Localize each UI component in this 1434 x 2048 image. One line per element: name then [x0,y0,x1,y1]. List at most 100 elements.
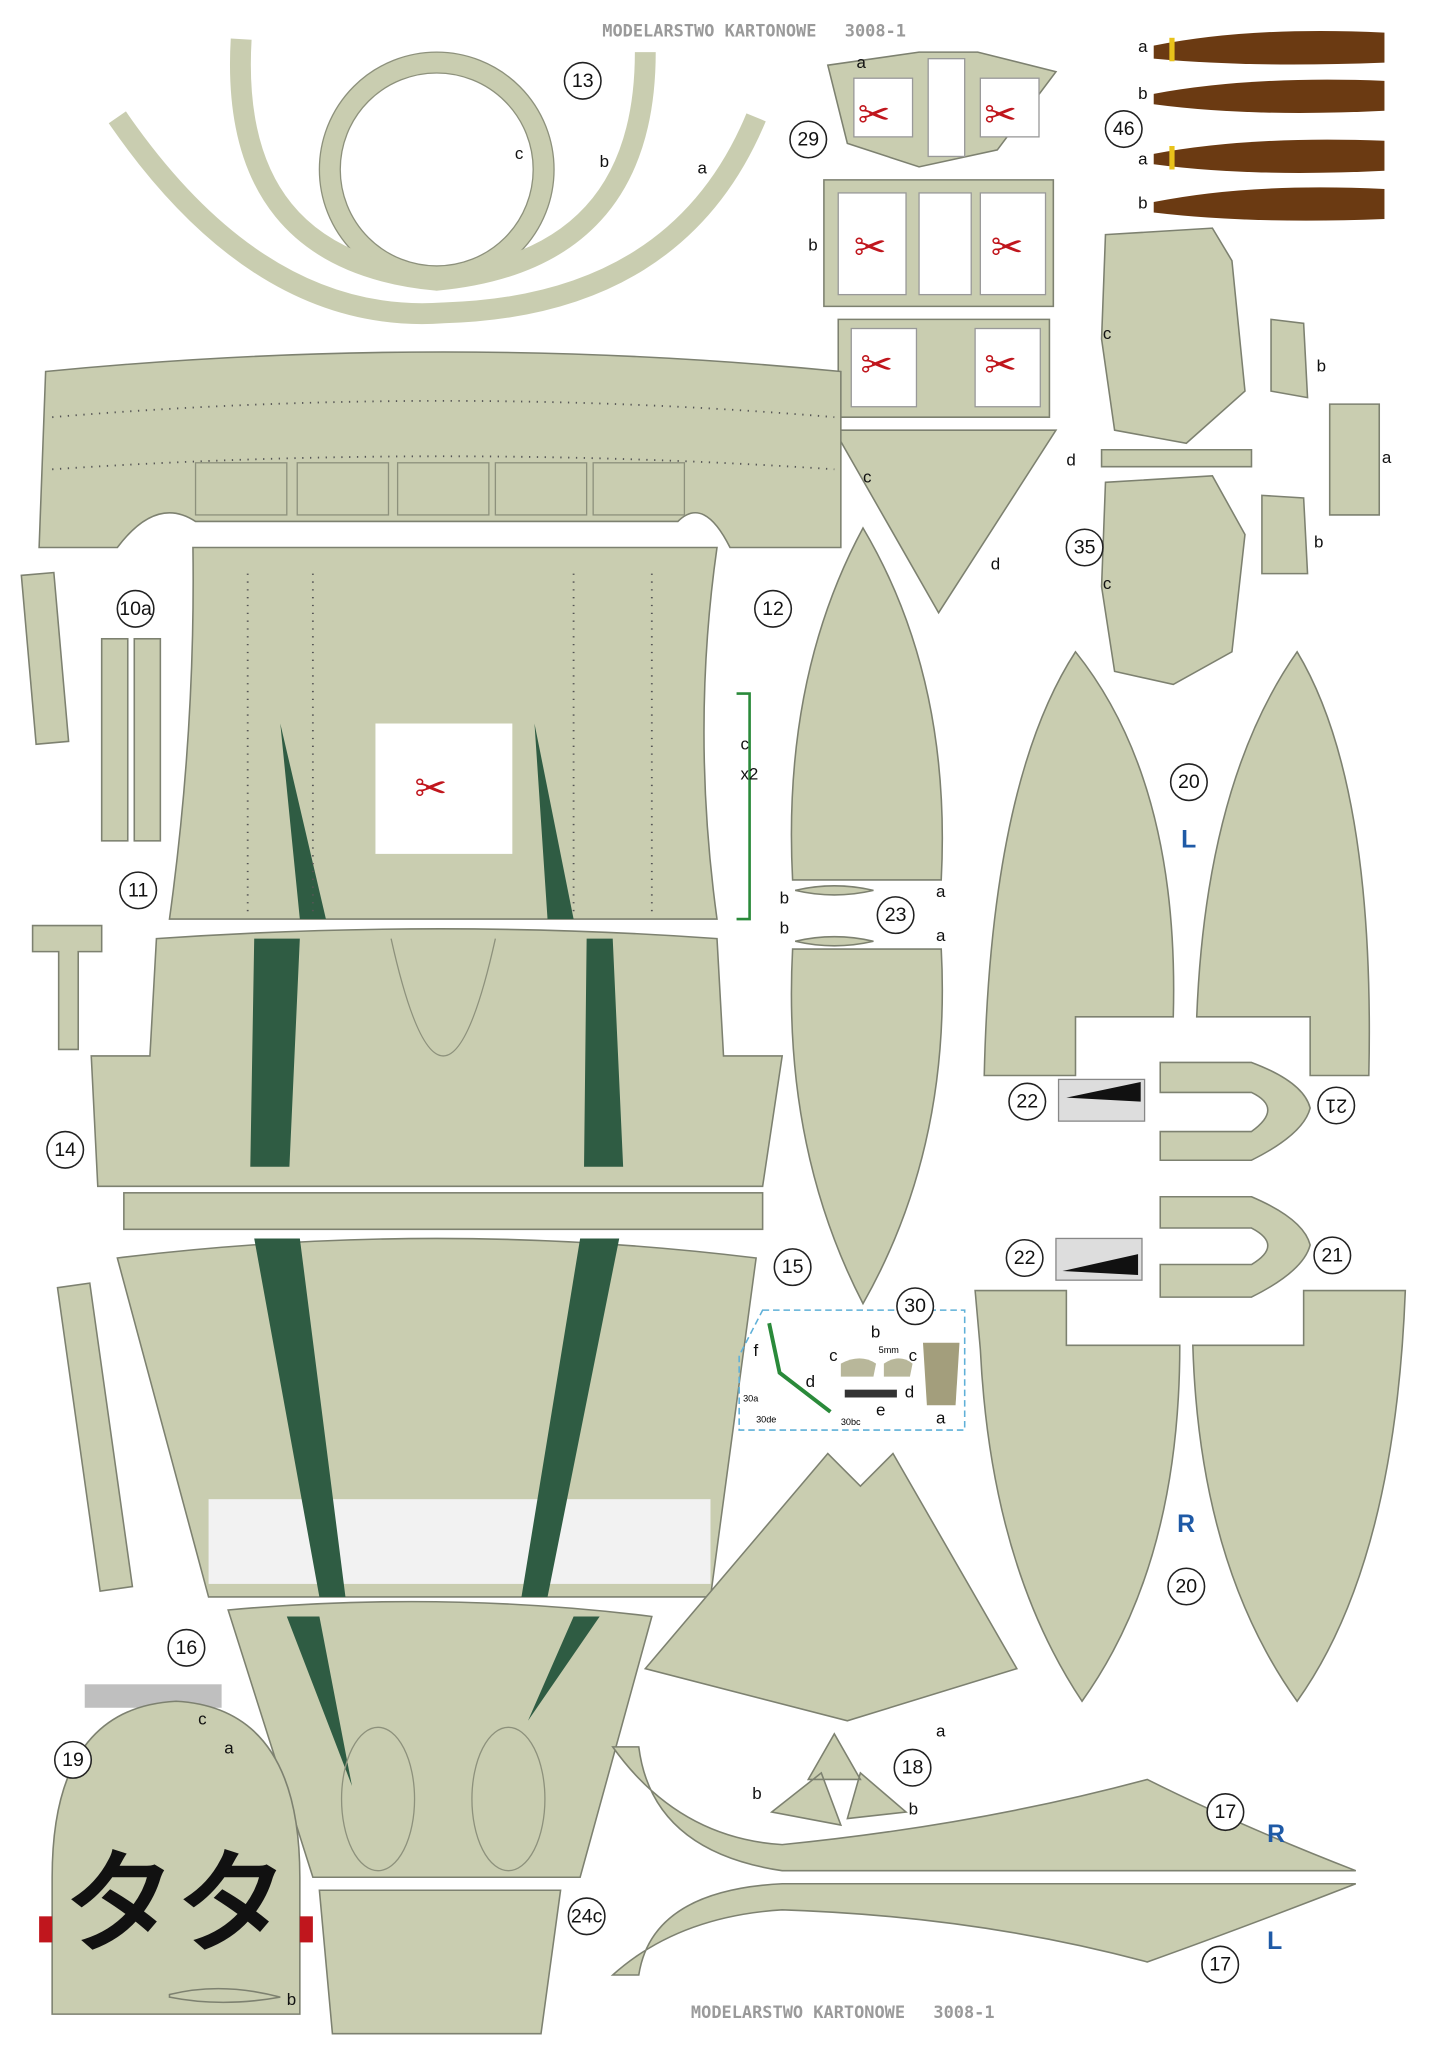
quantity-x2: x2 [740,765,758,784]
letter-d: d [991,555,1000,574]
svg-text:16: 16 [176,1637,198,1659]
svg-text:20: 20 [1178,771,1200,793]
callout-30de: 30de [756,1414,776,1424]
letter-a: a [1138,37,1148,56]
side-right: R [1267,1821,1285,1848]
scissors-icon: ✂ [854,227,887,270]
letter-e: e [876,1401,885,1420]
svg-text:22: 22 [1016,1091,1038,1113]
letter-a: a [856,53,866,72]
part-label-12: 12 [754,589,793,628]
svg-text:11: 11 [128,879,148,901]
letter-c: c [1103,324,1112,343]
part-label-22: 22 [1008,1082,1047,1121]
part-19-tail: タタ [39,1684,313,2015]
part-label-20: 20 [1167,1567,1206,1606]
letter-d: d [905,1382,914,1401]
part-12-panel [38,351,842,549]
scissors-icon: ✂ [984,344,1017,387]
part-label-17: 24c [567,1897,606,1936]
scissors-icon: ✂ [415,768,448,811]
part-11-fuselage [168,546,718,920]
t-piece [31,924,103,1051]
svg-text:17: 17 [1209,1954,1231,1976]
letter-b: b [871,1323,880,1342]
part-label-24c: 17 [1201,1945,1240,1984]
part-20-wing-left [983,650,1371,1077]
part-label-22: 22 [1005,1238,1044,1278]
letter-c: c [198,1710,207,1729]
part-24c-tail [610,1746,1357,1976]
strip [20,571,70,746]
svg-text:30: 30 [904,1295,926,1317]
scissors-icon: ✂ [984,94,1017,137]
letter-b: b [1314,533,1323,552]
part-17 [318,1889,562,2035]
letter-a: a [936,926,946,945]
part-label-15: 15 [773,1248,812,1287]
letter-a: a [936,882,946,901]
part-label-19: 19 [53,1740,93,1779]
bracket [736,692,751,921]
part-35-pieces [1100,227,1381,686]
letter-b: b [752,1784,761,1803]
letter-a: a [224,1738,234,1757]
svg-text:35: 35 [1074,537,1096,559]
callout-30bc: 30bc [841,1417,861,1427]
part-label-10a: 10a [116,589,155,628]
letter-d: d [806,1372,815,1391]
letter-b: b [287,1990,296,2009]
scissors-icon: ✂ [858,94,891,137]
part-label-35: 35 [1065,528,1104,567]
letter-b: b [909,1800,918,1819]
svg-text:22: 22 [1014,1247,1036,1269]
part-14-fuselage [90,928,784,1188]
letter-a: a [697,158,707,177]
letter-c: c [515,144,524,163]
svg-text:46: 46 [1113,118,1135,140]
part-18 [643,1452,1019,1827]
part-label-11: 11 [119,871,158,910]
part-23-halves [790,526,944,1306]
svg-text:29: 29 [797,128,819,150]
svg-text:14: 14 [54,1139,76,1161]
callout-30a: 30a [743,1393,759,1403]
part-29-canopy [823,51,1058,615]
svg-text:24c: 24c [571,1905,603,1927]
letter-b: b [780,888,789,907]
letter-b: b [1138,84,1147,103]
header-code: 3008-1 [845,21,906,41]
part-label-21: 21 [1313,1236,1352,1275]
part-label-24c: 17 [1206,1793,1245,1832]
scissors-icon: ✂ [860,344,893,387]
svg-text:18: 18 [902,1757,924,1779]
letter-b: b [780,918,789,937]
part-label-23: 23 [876,896,915,935]
letter-a: a [936,1409,946,1428]
svg-text:12: 12 [762,598,784,620]
part-label-20: 20 [1169,763,1208,802]
part-label-46: 46 [1104,110,1143,149]
tail-marking: タタ [64,1841,288,1966]
svg-text:23: 23 [885,904,907,926]
side-right: R [1177,1511,1195,1538]
letter-a: a [1138,149,1148,168]
part-20-wing-right [974,1289,1407,1703]
svg-text:21: 21 [1325,1094,1347,1116]
letter-c: c [909,1346,918,1365]
part-21 [1159,1061,1311,1162]
svg-text:20: 20 [1175,1576,1197,1598]
part-21 [1159,1195,1311,1298]
part-label-16: 16 [167,1628,206,1667]
svg-text:21: 21 [1321,1244,1343,1266]
letter-c: c [1103,574,1112,593]
header-brand: MODELARSTWO KARTONOWE [602,21,816,41]
part-10a-strip [133,637,162,842]
footer-brand: MODELARSTWO KARTONOWE [691,2002,905,2022]
part-13-rings [108,38,766,325]
svg-text:10a: 10a [119,598,152,620]
svg-text:17: 17 [1215,1801,1237,1823]
letter-a: a [936,1721,946,1740]
scissors-icon: ✂ [991,227,1024,270]
side-left: L [1267,1928,1282,1955]
